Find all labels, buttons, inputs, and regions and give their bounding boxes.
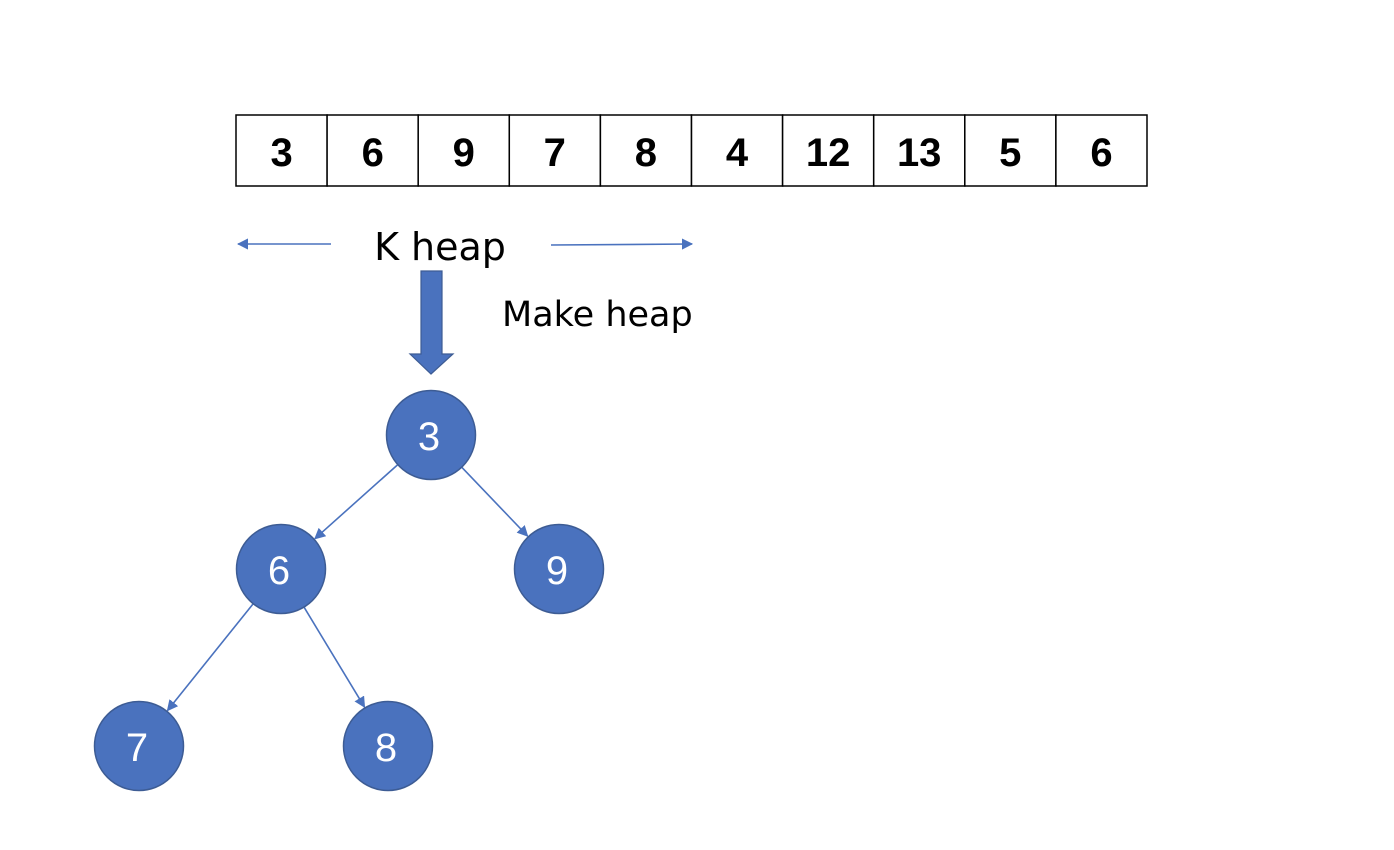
array-cell-box — [781, 114, 875, 187]
array-cell-value: 8 — [635, 131, 657, 175]
array-cell: 4 — [690, 114, 784, 187]
heap-node-circle — [342, 700, 434, 792]
array-cell-value: 9 — [453, 131, 475, 175]
heap-edge — [303, 606, 366, 709]
array-cell-box — [235, 114, 328, 187]
array-cell-value: 6 — [362, 131, 384, 175]
array-cell-box — [1055, 114, 1148, 187]
array-cell-box — [872, 114, 966, 187]
heap-node: 6 — [235, 523, 327, 615]
heap-node-value: 9 — [546, 549, 568, 593]
array-cell-value: 4 — [726, 131, 749, 175]
array-cell-value: 13 — [897, 131, 942, 175]
make-heap-label: Make heap — [502, 295, 693, 335]
heap-node: 8 — [342, 700, 434, 792]
array-cell: 9 — [417, 114, 511, 187]
heap-edge — [461, 466, 529, 537]
heap-node-circle — [385, 389, 477, 481]
array-cell: 6 — [1055, 114, 1148, 187]
heap-node-value: 7 — [126, 726, 148, 770]
heap-node-value: 6 — [268, 549, 290, 593]
array-cell-box — [964, 114, 1057, 187]
array-cell: 5 — [964, 114, 1057, 187]
array-cell: 6 — [326, 114, 419, 187]
heap-node-value: 3 — [418, 415, 440, 459]
array-cell: 13 — [872, 114, 966, 187]
heap-node-value: 8 — [375, 726, 397, 770]
array-cell-box — [690, 114, 784, 187]
array-cell-value: 6 — [1090, 131, 1112, 175]
heap-node-circle — [513, 523, 605, 615]
heap-nodes: 3 6 9 7 8 — [93, 389, 605, 792]
array-cell: 7 — [508, 114, 602, 187]
array-cell-value: 3 — [270, 131, 292, 175]
array-cell-value: 7 — [544, 131, 566, 175]
array-cell: 8 — [599, 114, 693, 187]
array-cell-box — [326, 114, 419, 187]
heap-node-circle — [235, 523, 327, 615]
heap-edge — [166, 603, 254, 712]
array-cell-box — [599, 114, 693, 187]
array-cell: 3 — [235, 114, 328, 187]
window-label: K heap — [374, 225, 506, 269]
array-cell: 12 — [781, 114, 875, 187]
make-heap-arrow — [408, 270, 455, 375]
heap-node: 3 — [385, 389, 477, 481]
input-array: 3 6 9 7 8 4 12 13 5 6 — [235, 114, 1148, 187]
heap-node: 7 — [93, 700, 185, 792]
heap-node: 9 — [513, 523, 605, 615]
heap-node-circle — [93, 700, 185, 792]
heap-edge — [314, 464, 399, 540]
array-cell-value: 12 — [806, 131, 851, 175]
array-cell-box — [417, 114, 511, 187]
heap-edges — [166, 464, 529, 712]
window-right-arrow — [550, 238, 694, 250]
array-cell-value: 5 — [999, 131, 1021, 175]
